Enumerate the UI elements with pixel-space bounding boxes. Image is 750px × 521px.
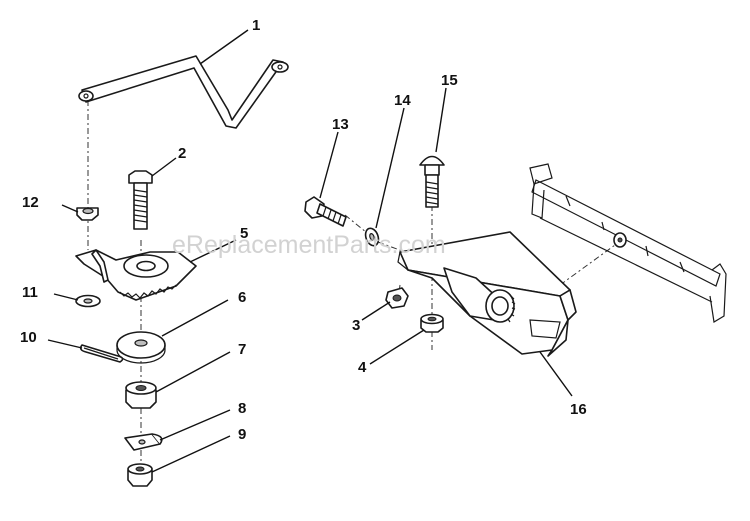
leader-lines — [47, 29, 573, 473]
callout-11: 11 — [22, 284, 38, 301]
callout-10: 10 — [20, 329, 37, 346]
callout-16: 16 — [570, 401, 587, 418]
part-9-nut — [127, 463, 153, 487]
part-8-clip — [124, 433, 163, 451]
callout-7: 7 — [238, 341, 247, 358]
part-16-bracket — [397, 231, 577, 357]
part-5-gear-sector — [75, 249, 197, 301]
callout-2: 2 — [178, 145, 187, 162]
callout-4: 4 — [358, 359, 367, 376]
part-14-washer — [364, 227, 380, 247]
callout-13: 13 — [332, 116, 349, 133]
callout-15: 15 — [441, 72, 458, 89]
part-12-nut — [76, 207, 99, 221]
callout-5: 5 — [240, 225, 249, 242]
part-15-carriage-bolt — [419, 155, 445, 208]
callout-9: 9 — [238, 426, 247, 443]
callout-6: 6 — [238, 289, 247, 306]
part-7-hex-nut — [125, 381, 157, 409]
part-2-bolt — [128, 170, 153, 230]
part-10-cotter-pin — [79, 344, 124, 363]
frame-outline — [529, 163, 727, 323]
part-6-large-washer — [116, 331, 166, 364]
callout-12: 12 — [22, 194, 39, 211]
part-3-nut — [385, 287, 409, 309]
watermark-text: eReplacementParts.com — [172, 231, 446, 259]
callout-1: 1 — [252, 17, 261, 34]
callout-14: 14 — [394, 92, 411, 109]
part-4-nut — [420, 313, 444, 333]
part-11-washer — [75, 294, 101, 308]
part-13-bolt — [304, 196, 347, 227]
callout-8: 8 — [238, 400, 247, 417]
callout-3: 3 — [352, 317, 361, 334]
part-1-bent-rod — [78, 55, 289, 129]
